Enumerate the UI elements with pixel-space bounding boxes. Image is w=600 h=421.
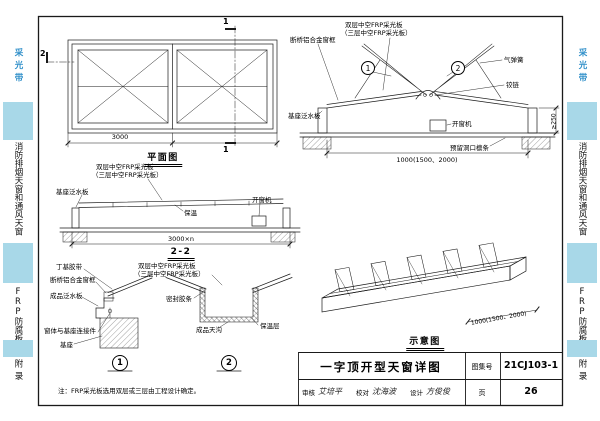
designer-label: 设计 [410,389,423,397]
designer-signature: 方俊俊 [426,387,450,396]
tab-smoke-vent-left: 消防排烟天窗和通风天窗 [13,142,23,236]
atlas-number-value: 21CJ103-1 [503,360,559,371]
s22-label-frp-panel-line1: 双层中空FRP采光板 [96,163,154,171]
label-purlin: 预留洞口檩条 [450,144,489,152]
d1-label-connector: 窗体与基座连接件 [44,327,96,335]
label-broken-bridge-frame: 断桥铝合金窗框 [290,36,336,44]
tab-frp-left: FRP防腐板 [13,287,23,343]
axon-caption: 示意图 [406,334,444,351]
plan-caption: 平面图 [144,150,182,167]
tab-appendix-right: 附录 [577,359,587,384]
callout-detail-2: 2 [451,61,465,75]
plan-drawing [46,25,280,148]
d1-label-butyl-tape: 丁基胶带 [56,263,82,271]
sheet-frame [37,15,564,407]
label-hinge: 铰链 [506,81,519,89]
d1-label-frame: 断桥铝合金窗框 [50,276,96,284]
tab-frp-right: FRP防腐板 [577,287,587,343]
tab-band-left-2 [3,243,33,283]
s22-label-insulation: 保温 [184,209,197,217]
tab-band-left-3 [3,340,33,357]
s22-caption: 2-2 [167,247,195,261]
d2-number: 2 [221,355,237,371]
tab-daylight-band-left: 采光带 [13,48,23,86]
section-2-2-drawing [59,178,301,249]
tab-band-right-2 [567,243,597,283]
plan-section-mark-1-bottom: 1 [223,145,229,154]
s22-dim: 3000×n [167,235,195,243]
d1-label-flashing: 成品泛水板 [50,292,83,300]
tab-band-left-1 [3,102,33,140]
tab-appendix-left: 附录 [13,359,23,384]
sheet-note: 注：FRP采光板选用双层或三层由工程设计确定。 [58,387,201,395]
label-frp-panel-line2: （三层中空FRP采光板） [341,29,412,37]
plan-section-mark-2: 2 [40,49,46,58]
s22-label-window-opener: 开窗机 [252,196,272,204]
main-section-drawing [299,37,560,159]
dim-opening-width: 1000(1500、2000) [396,156,458,164]
d2-label-seal-strip: 密封胶条 [166,295,192,303]
left-tab-strip: 采光带 消防排烟天窗和通风天窗 FRP防腐板 附录 [0,0,36,421]
right-tab-strip: 采光带 消防排烟天窗和通风天窗 FRP防腐板 附录 [564,0,600,421]
dim-curb-height: ≥250 [550,113,558,130]
page-number-label: 页 [478,389,486,397]
sheet-title: 一字顶开型天窗详图 [320,360,442,374]
tab-daylight-band-right: 采光带 [577,48,587,86]
label-base-flashing: 基座泛水板 [288,112,321,120]
detail-1-drawing [73,268,153,372]
d2-label-frp-panel-line2: （三层中空FRP采光板） [134,270,205,278]
label-frp-panel-line1: 双层中空FRP采光板 [345,21,403,29]
d1-number: 1 [112,355,128,371]
tab-band-right-1 [567,102,597,140]
tab-band-right-3 [567,340,597,357]
tab-smoke-vent-right: 消防排烟天窗和通风天窗 [577,142,587,236]
page-number-value: 26 [524,386,538,397]
reviewer-signature: 艾培平 [318,387,342,396]
s22-label-base-flashing: 基座泛水板 [56,188,89,196]
detail-2-drawing [165,273,293,372]
axon-drawing [321,242,540,325]
d2-label-insulation: 保温层 [260,322,280,330]
checker-signature: 沈海波 [372,387,396,396]
atlas-number-label: 图集号 [471,363,493,371]
callout-detail-1: 1 [361,61,375,75]
reviewer-label: 审核 [302,389,315,397]
label-gas-spring: 气弹簧 [504,56,524,64]
d2-label-frp-panel-line1: 双层中空FRP采光板 [138,262,196,270]
label-window-opener: 开窗机 [452,120,472,128]
checker-label: 校对 [356,389,369,397]
titleblock-grid [298,352,563,406]
s22-label-frp-panel-line2: （三层中空FRP采光板） [92,171,163,179]
plan-section-mark-1-top: 1 [223,17,229,26]
d1-label-base: 基座 [60,341,73,349]
d2-label-gutter: 成品天沟 [196,326,222,334]
plan-dim-3000: 3000 [111,133,129,141]
